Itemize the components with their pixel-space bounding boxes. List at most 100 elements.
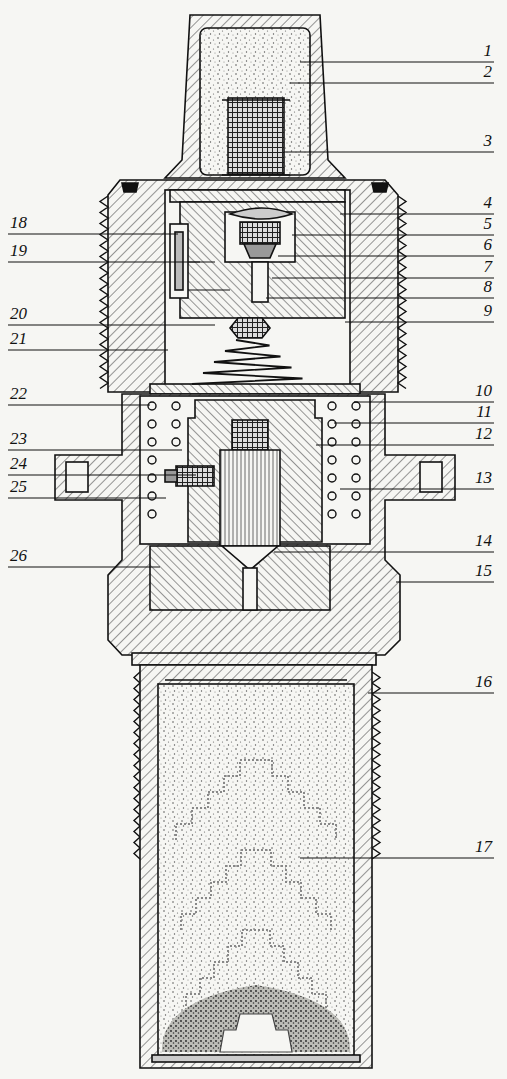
- leader-line: [272, 277, 494, 278]
- lower-housing: [165, 470, 177, 482]
- callout-number: 14: [475, 532, 492, 550]
- upper-housing: [175, 232, 183, 290]
- leader-line: [396, 581, 494, 582]
- spring-coil: [352, 456, 360, 464]
- lower-housing: [66, 462, 88, 492]
- leader-line: [300, 857, 494, 858]
- spring-coil: [172, 402, 180, 410]
- spring-coil: [148, 438, 156, 446]
- callout-number: 12: [475, 425, 492, 443]
- leader-line: [292, 234, 494, 235]
- upper-housing: [170, 190, 345, 202]
- spring-coil: [328, 402, 336, 410]
- leader-line: [334, 422, 494, 423]
- conical-spring: [192, 340, 303, 384]
- leader-line: [8, 474, 196, 475]
- upper-housing: [108, 180, 398, 392]
- spring-coil: [148, 402, 156, 410]
- charge-cup: [140, 665, 372, 1068]
- screw-thread: [100, 196, 108, 389]
- callout-number: 7: [484, 258, 493, 276]
- charge-cup: [165, 679, 347, 681]
- lower-housing: [176, 466, 214, 486]
- callout-number: 1: [484, 42, 493, 60]
- charge-cup: [158, 684, 354, 1056]
- leader-line: [278, 255, 494, 256]
- upper-housing: [150, 384, 360, 394]
- leader-line: [368, 692, 494, 693]
- spring-coil: [148, 456, 156, 464]
- leader-lines: [8, 62, 494, 858]
- lower-housing: [420, 462, 442, 492]
- leader-line: [316, 444, 494, 445]
- callout-number: 8: [484, 278, 493, 296]
- explosive-charge: [162, 760, 350, 1052]
- upper-housing: [180, 202, 345, 318]
- leader-line: [345, 321, 494, 322]
- callout-number: 21: [10, 330, 27, 348]
- spring-coil: [148, 420, 156, 428]
- spring-coil: [352, 402, 360, 410]
- lower-housing: [55, 394, 455, 665]
- screw-thread: [398, 196, 406, 389]
- leader-line: [8, 497, 166, 498]
- charge-cup: [152, 1055, 360, 1062]
- callout-number: 16: [475, 673, 492, 691]
- leader-line: [8, 233, 178, 234]
- spring-coil: [172, 420, 180, 428]
- booster-charge: [162, 985, 350, 1052]
- callout-number: 4: [484, 194, 493, 212]
- spring-coil: [352, 420, 360, 428]
- upper-housing: [170, 224, 188, 298]
- upper-housing: [252, 262, 268, 302]
- lower-housing: [150, 546, 330, 610]
- leader-line: [8, 449, 182, 450]
- callout-number: 17: [475, 838, 492, 856]
- charge-step: [176, 760, 336, 840]
- upper-housing: [188, 262, 230, 290]
- leader-line: [8, 404, 150, 405]
- callout-number: 18: [10, 214, 27, 232]
- lower-housing: [243, 568, 257, 610]
- upper-housing: [230, 318, 270, 338]
- top-cap: [165, 15, 345, 178]
- callout-number: 19: [10, 242, 27, 260]
- upper-housing: [165, 190, 350, 386]
- upper-housing: [230, 208, 292, 219]
- leader-line: [340, 213, 494, 214]
- callout-number: 22: [10, 385, 27, 403]
- spring-coil: [148, 510, 156, 518]
- top-cap: [200, 28, 310, 175]
- top-cap: [228, 98, 284, 174]
- spring-coil: [328, 474, 336, 482]
- callout-number: 25: [10, 478, 27, 496]
- callout-number: 10: [475, 382, 492, 400]
- callout-number: 20: [10, 305, 27, 323]
- lower-housing: [232, 420, 268, 450]
- callout-number: 6: [484, 236, 493, 254]
- spring-coil: [328, 456, 336, 464]
- lower-housing: [132, 653, 376, 665]
- callout-number: 5: [484, 215, 493, 233]
- leader-line: [8, 261, 200, 262]
- callout-number: 23: [10, 430, 27, 448]
- spring-coil: [352, 492, 360, 500]
- top-cap: [165, 15, 345, 178]
- leader-line: [266, 297, 494, 298]
- leader-line: [290, 82, 494, 83]
- spring-coil: [328, 492, 336, 500]
- leader-line: [284, 151, 494, 152]
- spring-coil: [352, 510, 360, 518]
- leader-line: [354, 401, 494, 402]
- spring-coil: [328, 510, 336, 518]
- coil-spring: [148, 340, 360, 518]
- callout-number: 9: [484, 302, 493, 320]
- lower-housing: [55, 394, 455, 655]
- leader-line: [340, 488, 494, 489]
- spring-coil: [172, 438, 180, 446]
- top-cap: [222, 100, 290, 175]
- leader-line: [8, 349, 168, 350]
- lower-housing: [222, 546, 278, 570]
